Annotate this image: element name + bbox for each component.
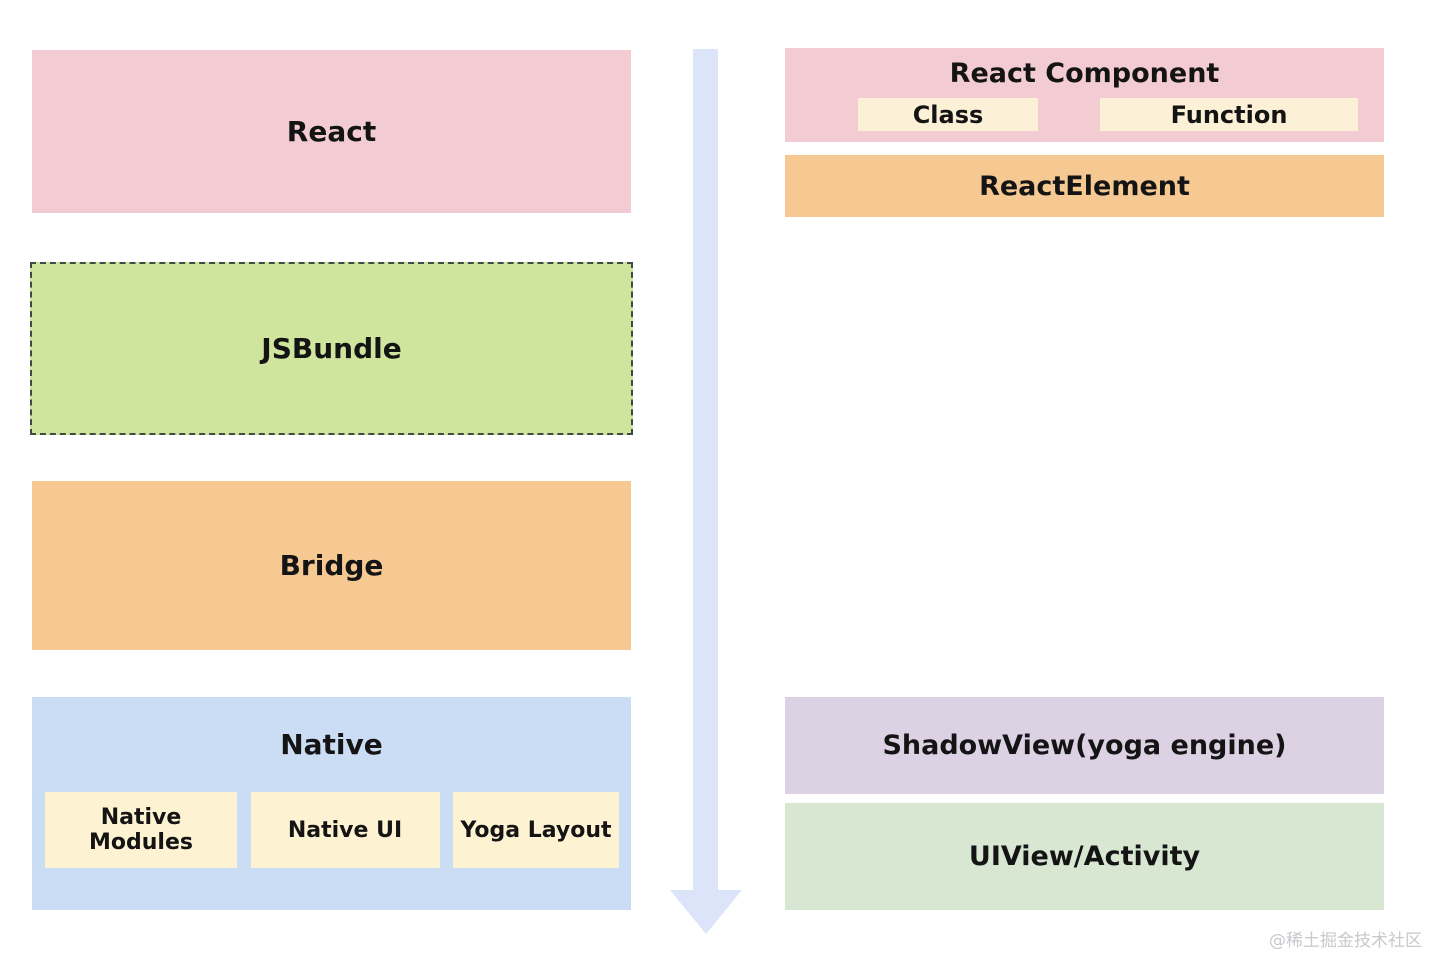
native-sub-row: Native Modules Native UI Yoga Layout [45, 792, 619, 868]
react-component-label: React Component [949, 57, 1220, 89]
bridge-box-label: Bridge [279, 549, 384, 582]
react-element-label: ReactElement [979, 170, 1190, 202]
yoga-layout-label: Yoga Layout [460, 817, 612, 843]
native-ui-box: Native UI [250, 792, 440, 868]
watermark-text: @稀土掘金技术社区 [1269, 931, 1422, 951]
react-component-box: React Component Class Function [785, 48, 1384, 142]
native-box: Native Native Modules Native UI Yoga Lay… [32, 697, 631, 910]
react-box: React [32, 50, 631, 213]
function-box: Function [1100, 98, 1358, 131]
native-ui-label: Native UI [287, 817, 403, 843]
class-box: Class [858, 98, 1038, 131]
native-box-label: Native [280, 728, 383, 761]
bridge-box: Bridge [32, 481, 631, 650]
shadow-view-label: ShadowView(yoga engine) [882, 730, 1287, 761]
function-label: Function [1170, 100, 1288, 129]
react-box-label: React [286, 115, 377, 148]
ui-view-activity-label: UIView/Activity [968, 841, 1201, 872]
yoga-layout-box: Yoga Layout [453, 792, 619, 868]
down-arrow-shaft [693, 49, 718, 890]
class-label: Class [912, 100, 984, 129]
native-modules-box: Native Modules [45, 792, 237, 868]
jsbundle-box-label: JSBundle [261, 332, 402, 365]
react-element-box: ReactElement [785, 155, 1384, 217]
down-arrow-head [670, 890, 742, 934]
ui-view-activity-box: UIView/Activity [785, 803, 1384, 910]
shadow-view-box: ShadowView(yoga engine) [785, 697, 1384, 794]
jsbundle-box: JSBundle [30, 262, 633, 435]
native-modules-label: Native Modules [89, 805, 193, 855]
